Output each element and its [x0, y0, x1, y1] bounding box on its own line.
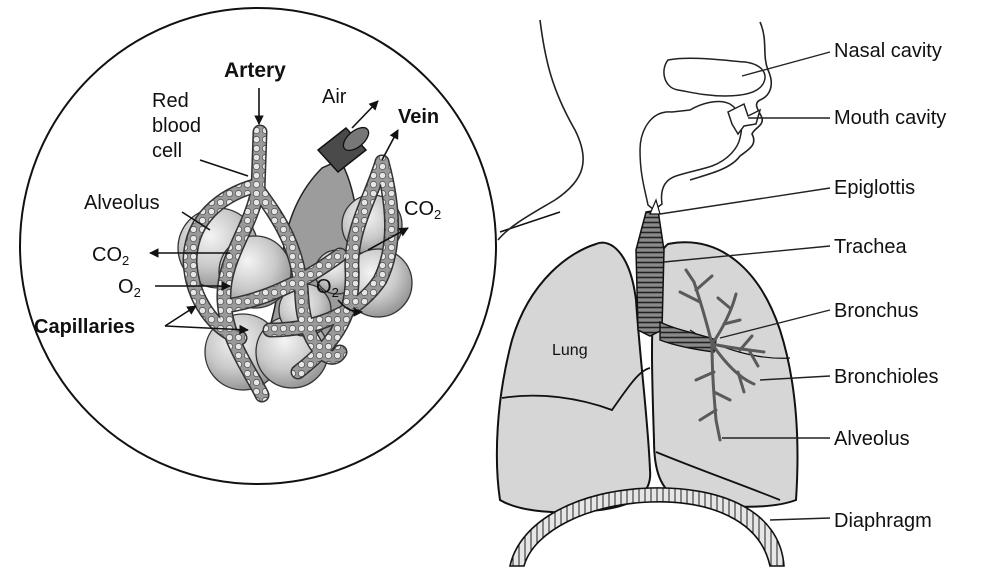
co2-out-label: CO2 [92, 244, 129, 272]
trachea [636, 200, 664, 336]
capillaries-label: Capillaries [34, 316, 135, 338]
right-lung [652, 242, 797, 506]
bronchus-label: Bronchus [834, 300, 919, 322]
artery-label: Artery [224, 60, 286, 82]
diaphragm-leader [770, 518, 830, 520]
diaphragm-label: Diaphragm [834, 510, 932, 532]
alveolus-zoom-label: Alveolus [84, 192, 160, 214]
o2-out-label: O2 [316, 276, 339, 304]
o2-in-label: O2 [118, 276, 141, 304]
lung-label: Lung [552, 340, 588, 362]
bronchioles-label: Bronchioles [834, 366, 939, 388]
left-lung [497, 243, 650, 513]
air-label: Air [322, 86, 346, 108]
red-blood-cell-label-line-2: blood [152, 115, 201, 137]
trachea-label: Trachea [834, 236, 907, 258]
red-blood-cell-label-line-1: Red [152, 90, 189, 112]
oral-nasal-cavity [640, 58, 765, 210]
co2-in-label: CO2 [404, 198, 441, 226]
alveolus-body-label: Alveolus [834, 428, 910, 450]
epiglottis-label: Epiglottis [834, 177, 915, 199]
mouth-cavity-label: Mouth cavity [834, 107, 946, 129]
red-blood-cell-label-line-3: cell [152, 140, 182, 162]
nasal-cavity-label: Nasal cavity [834, 40, 942, 62]
epiglottis-leader [660, 188, 830, 214]
vein-label: Vein [398, 106, 439, 128]
